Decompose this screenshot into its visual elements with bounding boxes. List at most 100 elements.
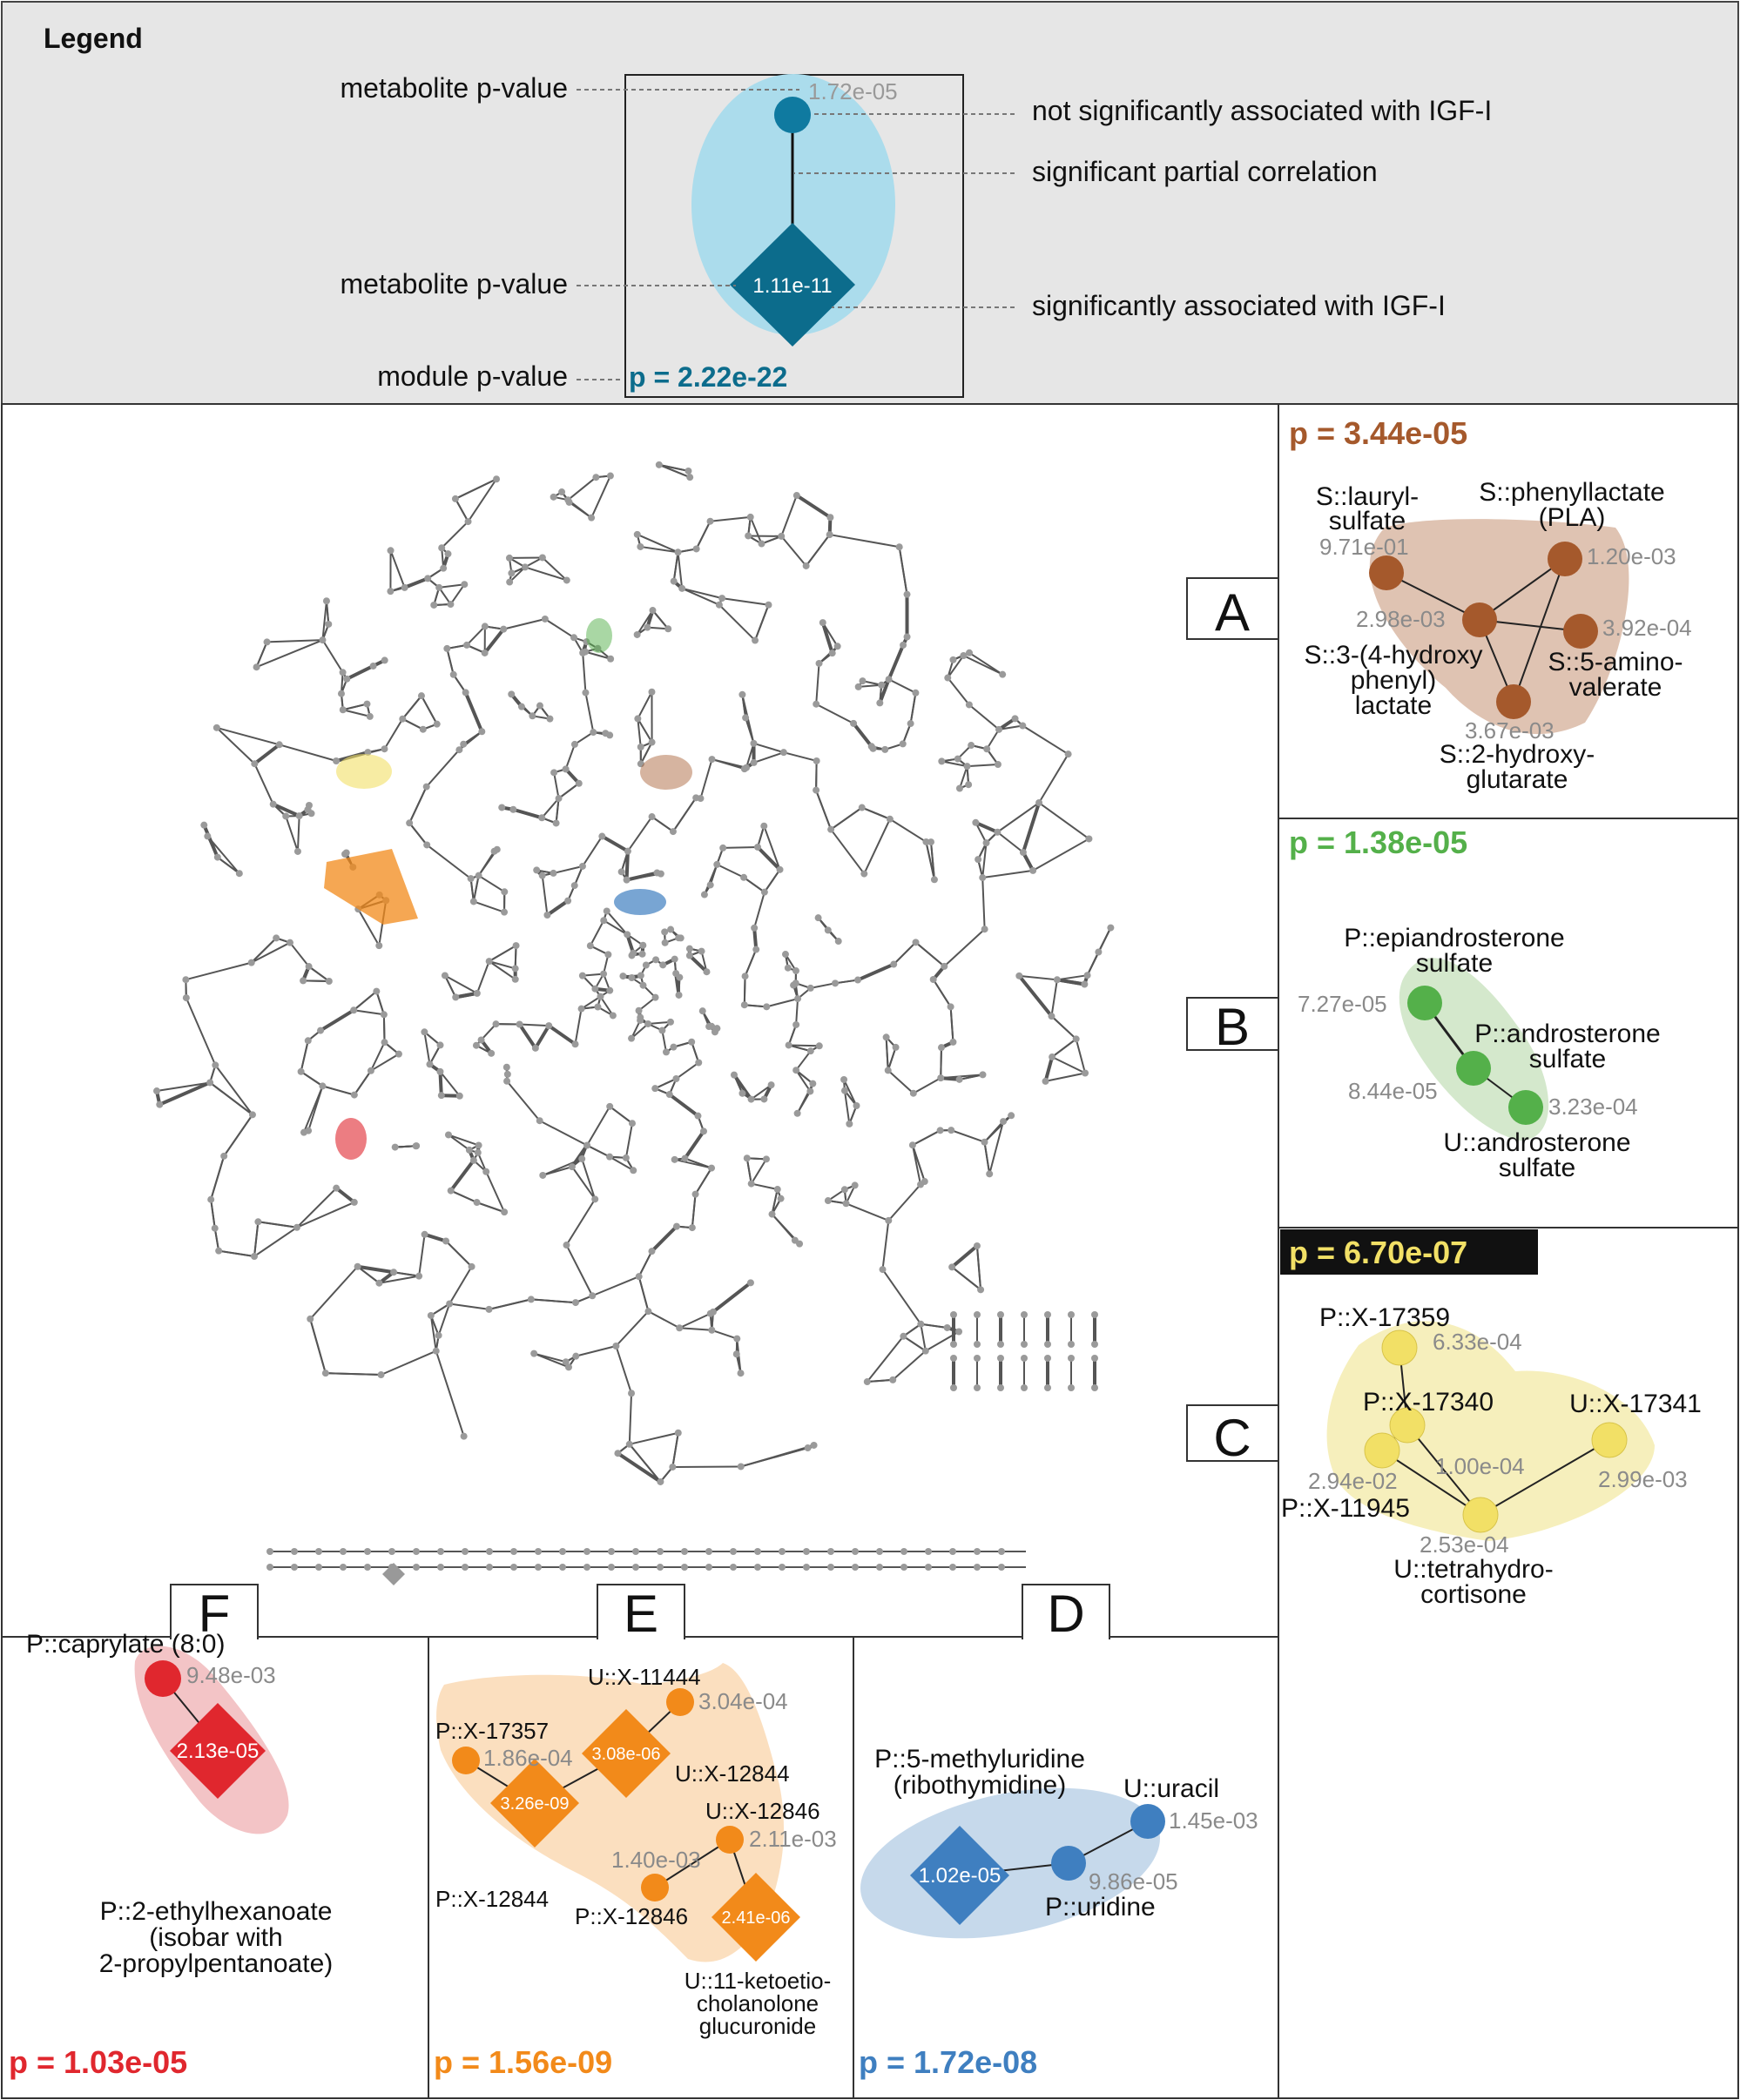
network-node	[754, 843, 762, 851]
network-node	[469, 1156, 477, 1164]
network-edge	[753, 927, 758, 950]
network-node	[938, 757, 946, 765]
network-node	[664, 625, 672, 633]
network-node	[550, 493, 557, 501]
network-node	[538, 872, 546, 879]
network-node	[1068, 1311, 1075, 1318]
network-edge	[541, 798, 560, 818]
network-edge	[403, 576, 428, 589]
network-edge	[718, 604, 756, 642]
network-node	[624, 931, 631, 939]
network-edge	[466, 625, 486, 646]
network-edge	[342, 703, 368, 711]
network-node	[364, 1564, 371, 1571]
network-node	[247, 959, 255, 966]
network-edge	[617, 1451, 662, 1484]
network-edge	[223, 1114, 253, 1157]
network-node	[426, 1060, 434, 1068]
node-x17340	[1389, 1407, 1426, 1444]
network-edge	[867, 1378, 894, 1383]
network-node	[740, 873, 748, 881]
network-node	[501, 1208, 509, 1216]
network-edge	[309, 1266, 359, 1320]
network-edge	[887, 1069, 914, 1094]
legend-circle-node	[774, 97, 811, 133]
network-edge	[647, 1310, 680, 1329]
network-edge	[158, 1080, 211, 1107]
network-edge	[421, 695, 438, 725]
network-node	[840, 1087, 848, 1094]
network-node	[1081, 980, 1089, 988]
node-ux12844	[582, 1709, 671, 1798]
network-node	[842, 1200, 850, 1208]
network-edge	[830, 806, 863, 831]
network-node	[922, 838, 930, 845]
network-edge	[408, 786, 428, 824]
network-node	[207, 1195, 215, 1203]
network-node	[790, 981, 798, 989]
network-node	[705, 1548, 712, 1555]
network-node	[423, 841, 431, 849]
svg-text:B: B	[1215, 998, 1250, 1056]
network-edge	[429, 1315, 440, 1336]
network-edge	[671, 1432, 679, 1468]
network-node	[377, 1371, 385, 1379]
network-node	[708, 1164, 716, 1172]
network-node	[478, 728, 486, 736]
network-edge	[941, 760, 968, 768]
network-node	[950, 1384, 957, 1391]
network-node	[485, 1305, 493, 1313]
network-node	[235, 870, 243, 878]
network-edge	[452, 674, 467, 693]
network-edge	[712, 1329, 738, 1340]
network-node	[606, 731, 614, 739]
network-node	[559, 1548, 566, 1555]
label-x17359: P::X-17359	[1319, 1303, 1450, 1332]
network-edge	[795, 999, 799, 1026]
network-node	[941, 962, 948, 970]
network-node	[743, 764, 751, 771]
network-node	[949, 1548, 956, 1555]
network-node	[600, 970, 608, 978]
network-node	[531, 1044, 539, 1052]
network-node	[995, 725, 1003, 733]
legend-leader-lines	[577, 89, 1015, 380]
network-node	[900, 1564, 907, 1571]
network-edge	[764, 869, 781, 893]
label-uridine: P::uridine	[1045, 1893, 1156, 1922]
network-node	[604, 951, 612, 959]
network-node	[754, 1548, 761, 1555]
network-edge	[258, 1221, 298, 1228]
network-edge	[975, 822, 988, 844]
network-edge	[370, 1041, 386, 1072]
overview-module-A	[640, 755, 692, 790]
network-node	[779, 1548, 786, 1555]
network-node	[363, 700, 371, 708]
label-ethylhex-3: 2-propylpentanoate)	[99, 1949, 334, 1978]
network-edge	[506, 1080, 541, 1121]
network-node	[1008, 1112, 1015, 1120]
network-node	[622, 1154, 630, 1161]
network-edge	[354, 1070, 372, 1096]
network-node	[852, 1548, 859, 1555]
network-node	[859, 677, 867, 685]
network-node	[498, 804, 506, 811]
network-edge	[637, 1275, 650, 1312]
network-node	[443, 644, 451, 652]
network-node	[676, 1324, 684, 1332]
network-node	[966, 649, 974, 656]
network-edge	[629, 1444, 662, 1483]
legend-diamond-p: 1.11e-11	[752, 274, 832, 298]
network-edge	[751, 1182, 778, 1191]
node-x11945	[1364, 1432, 1400, 1469]
network-node	[781, 951, 789, 959]
network-edge	[548, 1024, 577, 1046]
network-edge	[1022, 724, 1069, 756]
panel-E-module-p: p = 1.56e-09	[434, 2044, 612, 2080]
network-node	[539, 1171, 547, 1179]
network-node	[671, 955, 678, 963]
network-node	[909, 1089, 917, 1097]
network-node	[617, 868, 625, 876]
network-node	[954, 755, 961, 763]
network-node	[628, 1120, 636, 1127]
